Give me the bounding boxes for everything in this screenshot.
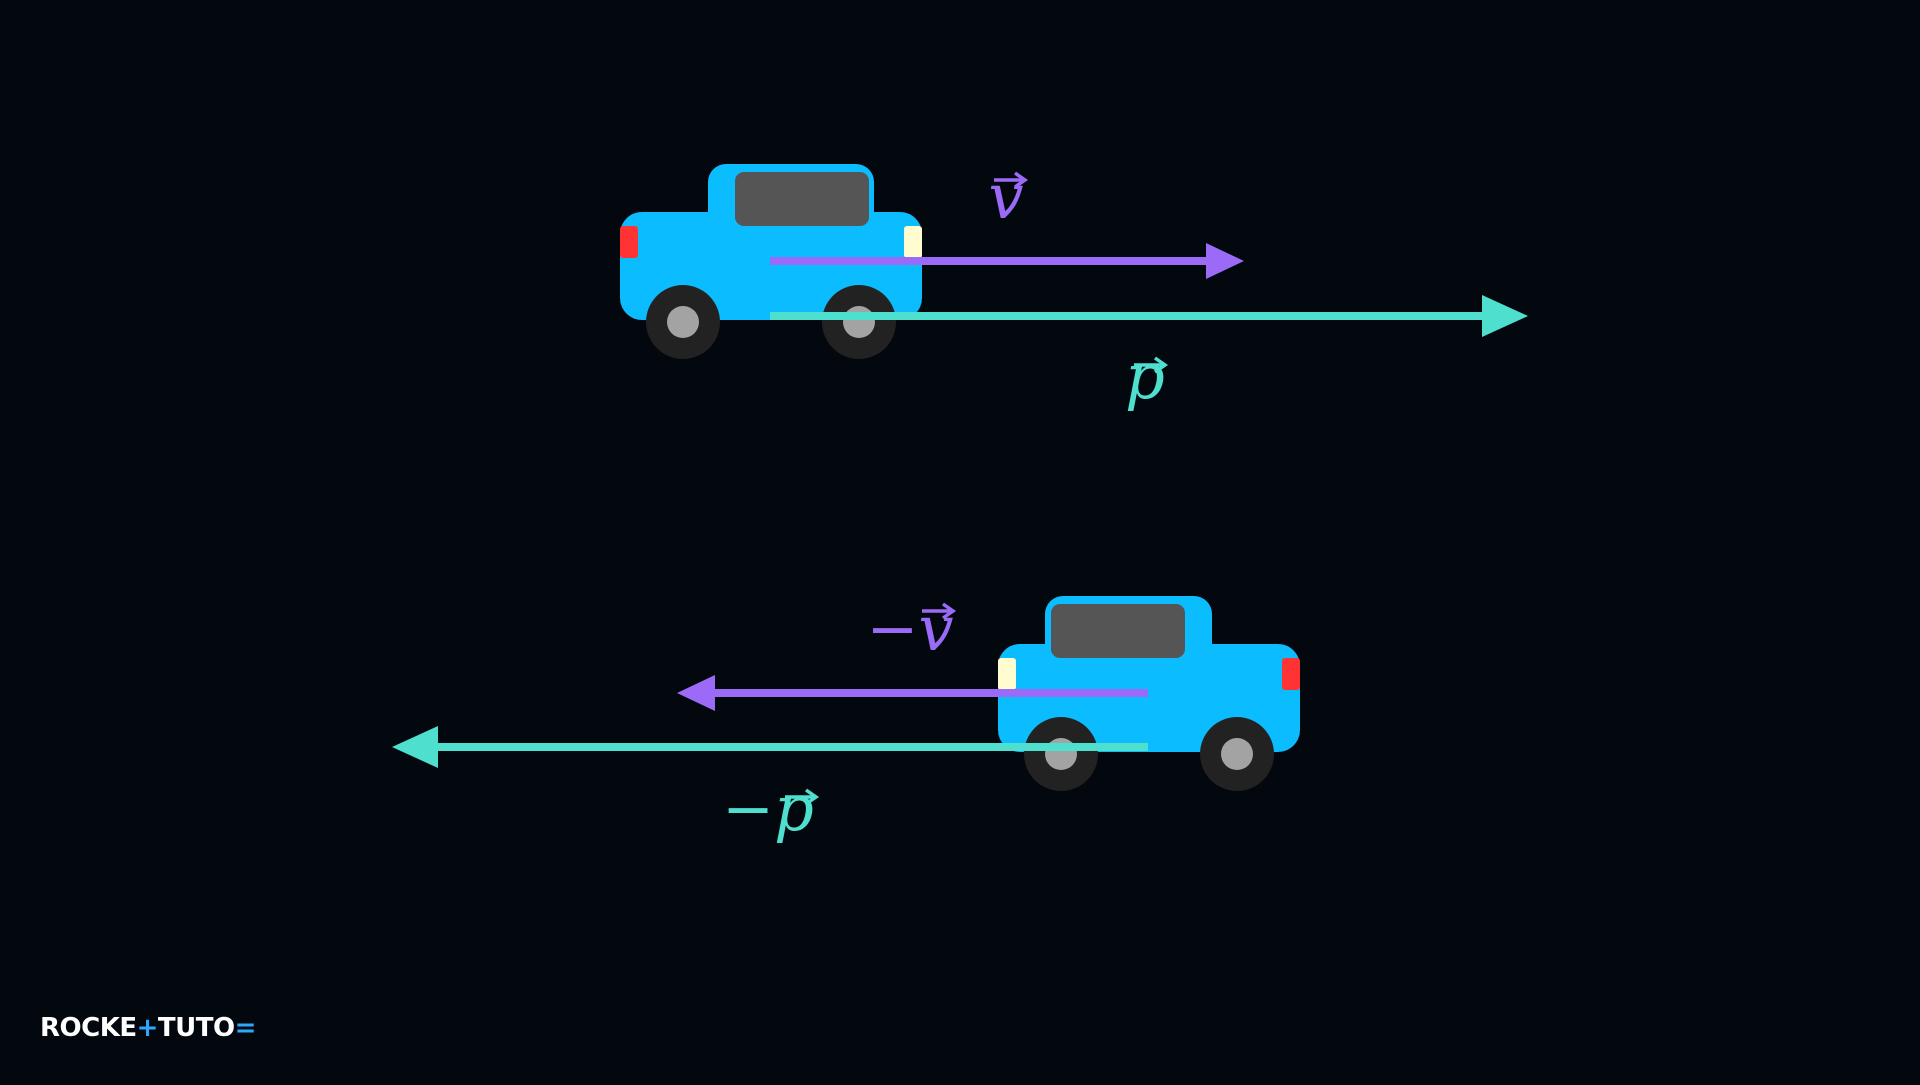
rocket-tutor-logo: ROCKE+TUTO= [40,1010,256,1046]
bottom-momentum-arrow [392,726,1148,768]
bottom-velocity-arrow [677,675,1148,711]
bottom-momentum-label: −p [722,772,820,845]
top-car-head-light [904,226,922,258]
bottom-car-head-light [998,658,1016,690]
bottom-car [998,596,1300,791]
top-car-front-hub [843,306,875,338]
bottom-velocity-vector-hat [922,602,957,620]
bottom-scene: −v −p [392,592,1300,845]
bottom-velocity-label: −v [867,592,957,665]
top-momentum-arrow [770,295,1528,337]
bottom-momentum-symbol: p [774,772,814,845]
top-momentum-head [1482,295,1528,337]
bottom-car-front-hub [1045,738,1077,770]
logo-accent-a: + [136,1013,159,1043]
bottom-velocity-head [677,675,715,711]
top-velocity-vector-hat [994,171,1029,189]
top-car-tail-light [620,226,638,258]
bottom-velocity-prefix: − [867,592,919,665]
logo-text-b: TUTO [157,1013,235,1043]
bottom-momentum-prefix: − [722,772,774,845]
logo-text-a: ROCKE [40,1013,137,1043]
bottom-momentum-head [392,726,438,768]
top-scene: v p [620,160,1528,413]
top-momentum-label: p [1125,340,1169,413]
svg-text:v: v [988,160,1023,233]
top-velocity-symbol: v [988,160,1023,233]
svg-text:−p: −p [722,772,814,845]
bottom-car-rear-hub [1221,738,1253,770]
top-car-rear-hub [667,306,699,338]
svg-text:−v: −v [867,592,954,665]
top-velocity-label: v [988,160,1029,233]
bottom-momentum-vector-hat [785,788,820,806]
top-car-window [735,172,869,226]
svg-text:p: p [1125,340,1165,413]
logo-accent-b: = [234,1013,257,1043]
top-momentum-symbol: p [1125,340,1165,413]
top-momentum-vector-hat [1134,356,1169,374]
top-velocity-head [1206,243,1244,279]
bottom-car-window [1051,604,1185,658]
bottom-car-tail-light [1282,658,1300,690]
top-velocity-arrow [770,243,1244,279]
bottom-velocity-symbol: v [918,592,953,665]
